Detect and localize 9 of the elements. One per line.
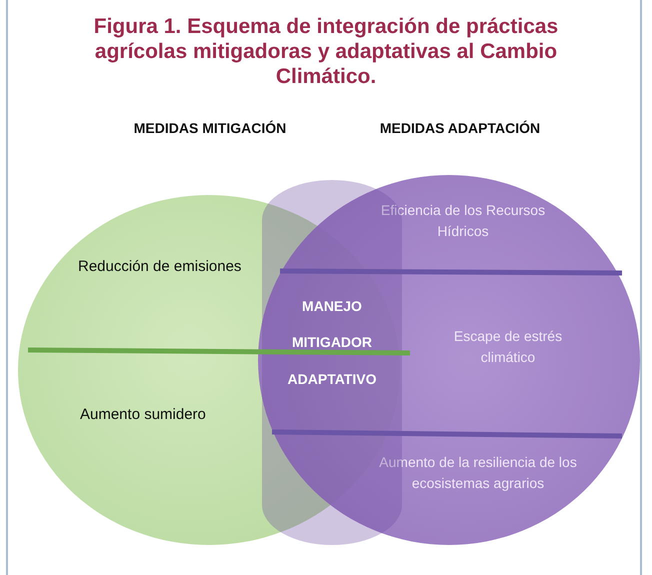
figure-title: Figura 1. Esquema de integración de prácticas agrícolas mitigadoras y adaptativas al Cambio Climático.	[92, 14, 560, 89]
set-label: Eficiencia de los Recursos Hídricos	[380, 201, 546, 241]
set-label: Aumento de la resiliencia de los ecosistemas agrarios	[378, 453, 578, 493]
set-label: Aumento sumidero	[80, 405, 207, 425]
set-label: Escape de estrés climático	[452, 327, 564, 367]
set-label: Reducción de emisiones	[78, 257, 242, 277]
set-heading: MEDIDAS ADAPTACIÓN	[378, 120, 542, 136]
set-heading: MEDIDAS MITIGACIÓN	[132, 120, 288, 136]
set-label: MANEJO MITIGADOR ADAPTATIVO	[286, 297, 378, 389]
